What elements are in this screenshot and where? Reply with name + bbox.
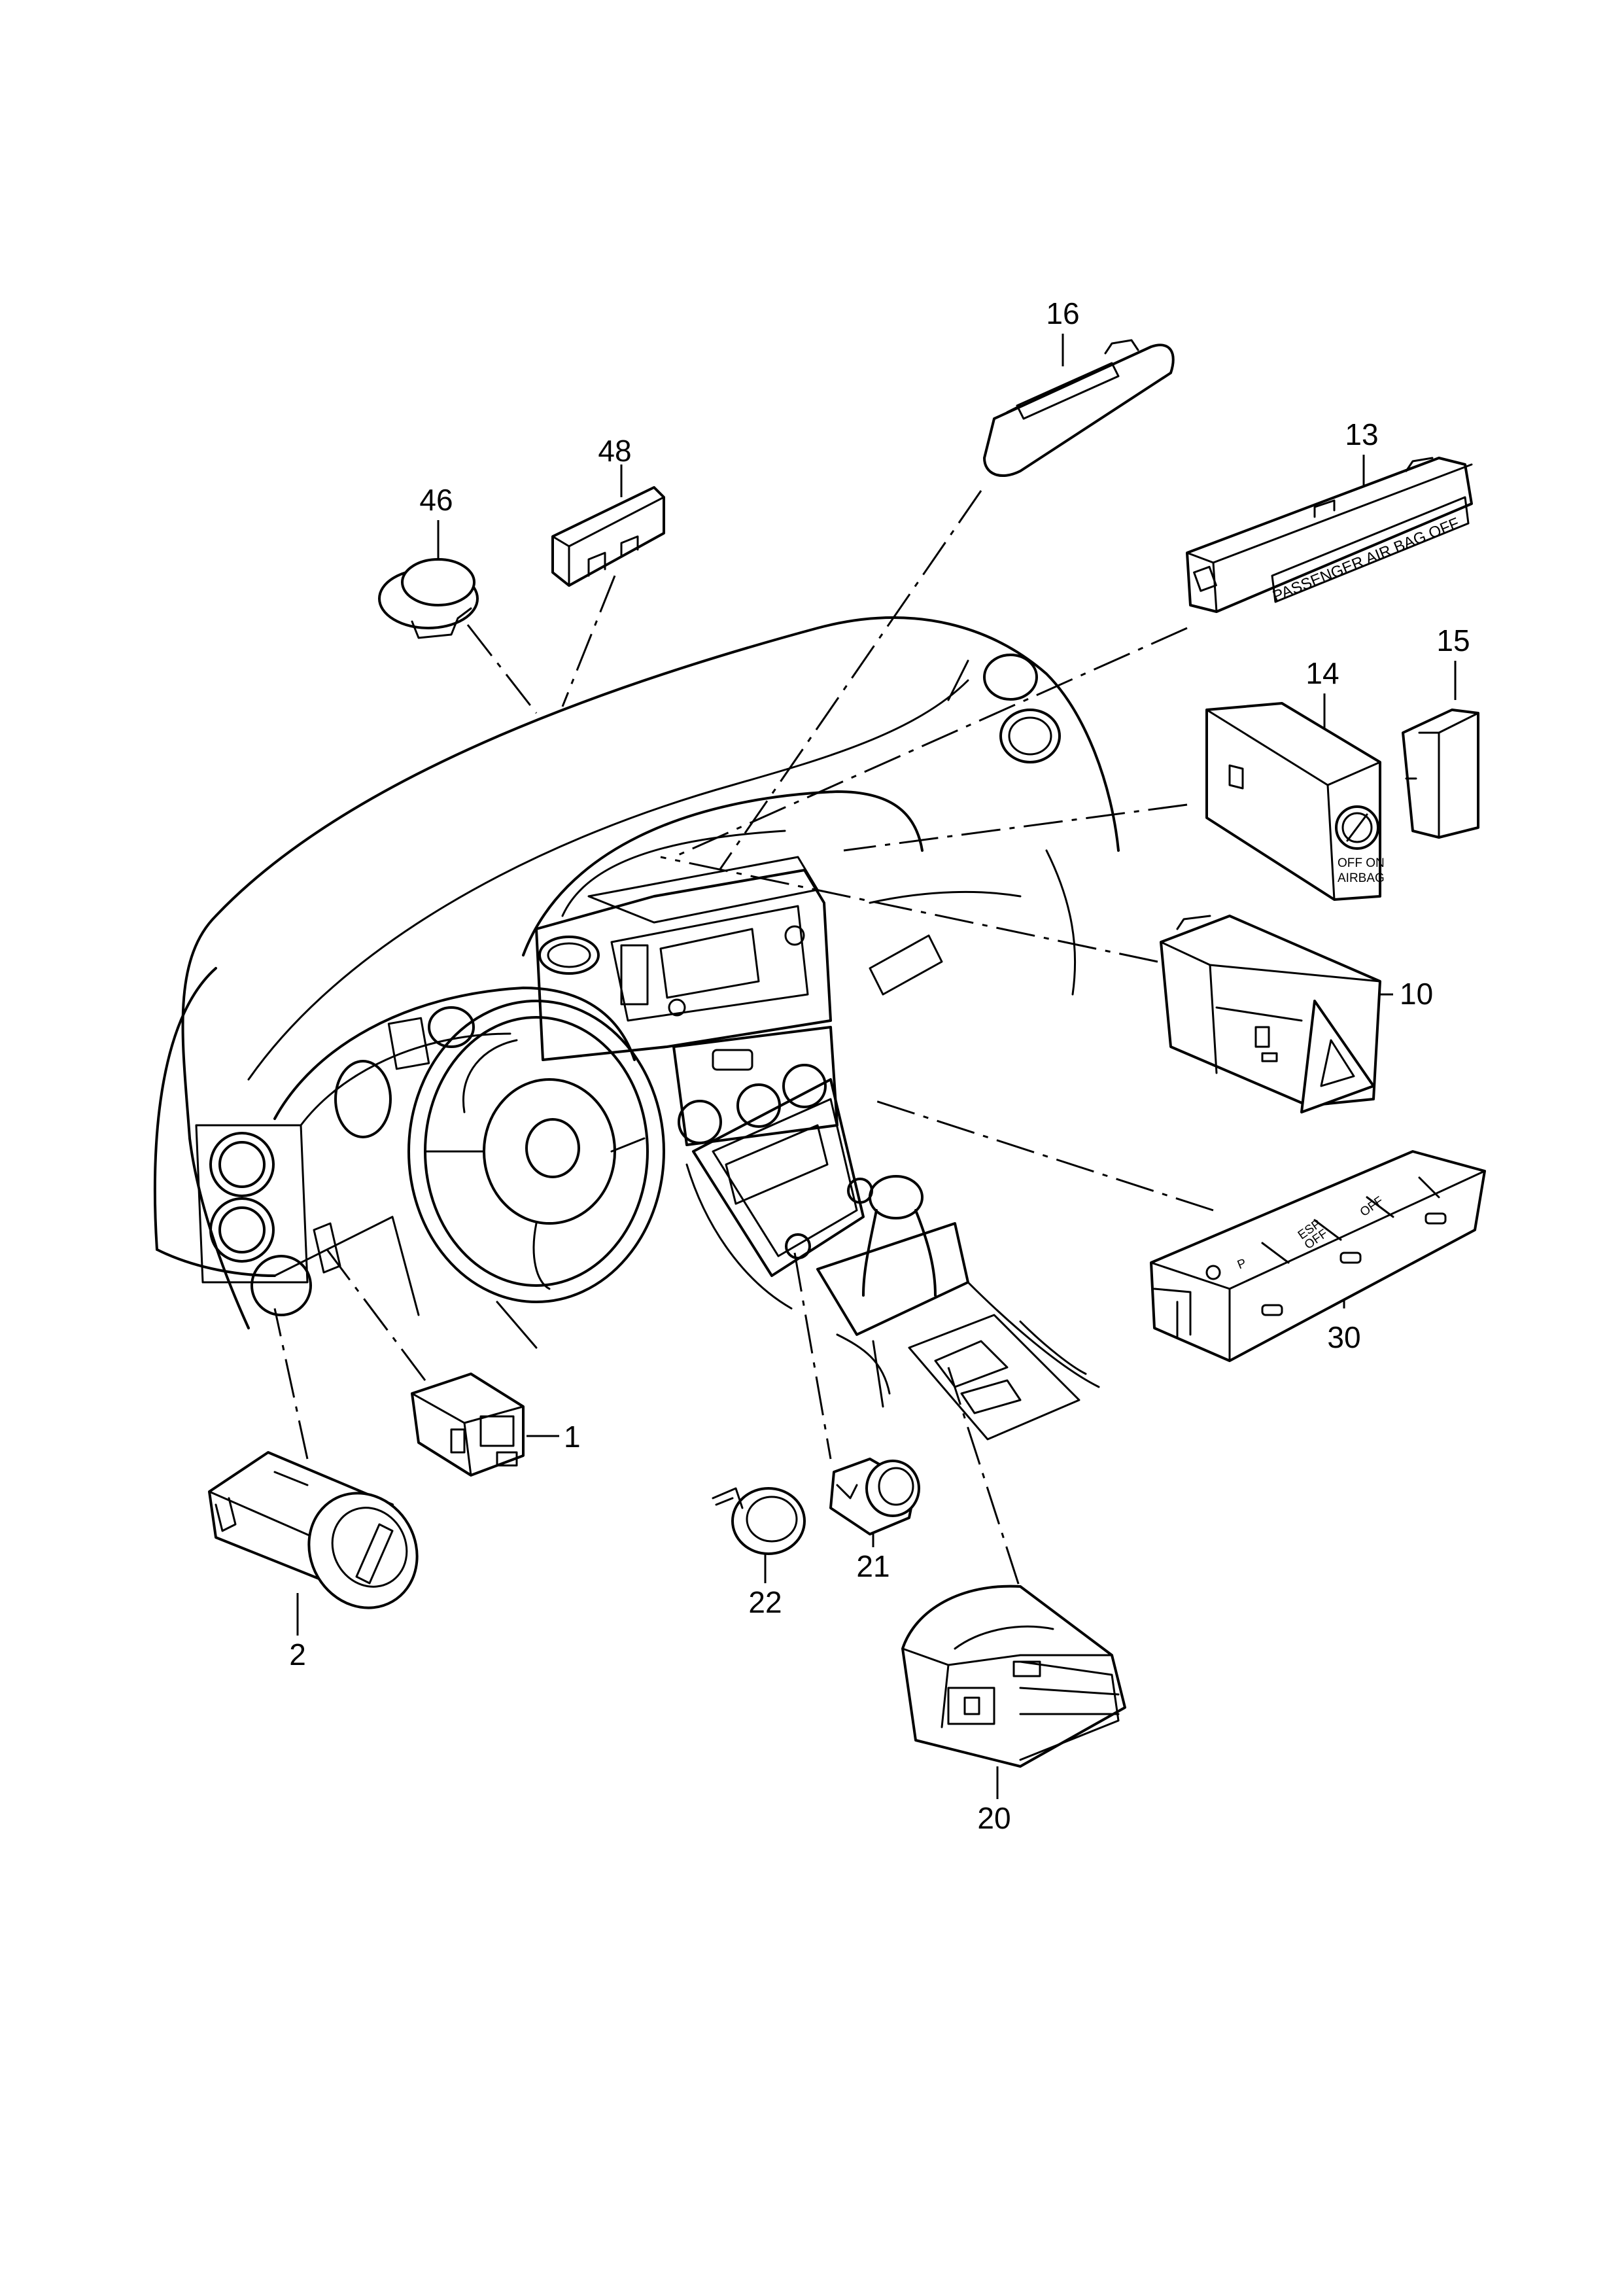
callout-30: 30 (1327, 1320, 1360, 1354)
part-21-push-button (829, 1458, 920, 1535)
part-30-console-switch-panel: P ESP OFF OFF (1150, 1150, 1486, 1362)
callout-46: 46 (419, 483, 453, 517)
callout-2: 2 (289, 1638, 306, 1672)
callout-16: 16 (1046, 296, 1079, 330)
part-16-switch-strip (983, 339, 1175, 478)
key-switch-label-1: OFF ON (1338, 856, 1385, 870)
part-14-key-switch: OFF ON AIRBAG (1205, 702, 1385, 901)
part-13-airbag-indicator: PASSENGER AIR BAG OFF (1186, 457, 1473, 613)
callout-22: 22 (748, 1585, 782, 1619)
part-48-switch (551, 486, 665, 587)
part-46-button (378, 558, 479, 639)
part-22-ring-bezel (712, 1487, 806, 1555)
callout-labels: 16 48 46 13 14 15 10 30 1 2 21 22 20 (289, 296, 1470, 1835)
callout-14: 14 (1305, 656, 1339, 690)
part-20-console-switch-block (901, 1585, 1126, 1768)
callout-48: 48 (598, 434, 631, 468)
dashboard-outline (153, 616, 1120, 1441)
part-2-light-switch (208, 1451, 419, 1609)
callout-15: 15 (1436, 623, 1470, 657)
callout-1: 1 (564, 1420, 581, 1454)
callout-13: 13 (1345, 417, 1378, 451)
callout-20: 20 (977, 1801, 1011, 1835)
callout-10: 10 (1400, 977, 1433, 1011)
key-switch-label-2: AIRBAG (1338, 871, 1385, 885)
part-10-hazard-switch (1160, 915, 1381, 1113)
callout-21: 21 (856, 1549, 890, 1583)
part-15-blank-cover (1402, 709, 1479, 839)
leader-lines (273, 334, 1457, 1799)
part-1-dimmer-switch (411, 1373, 525, 1477)
